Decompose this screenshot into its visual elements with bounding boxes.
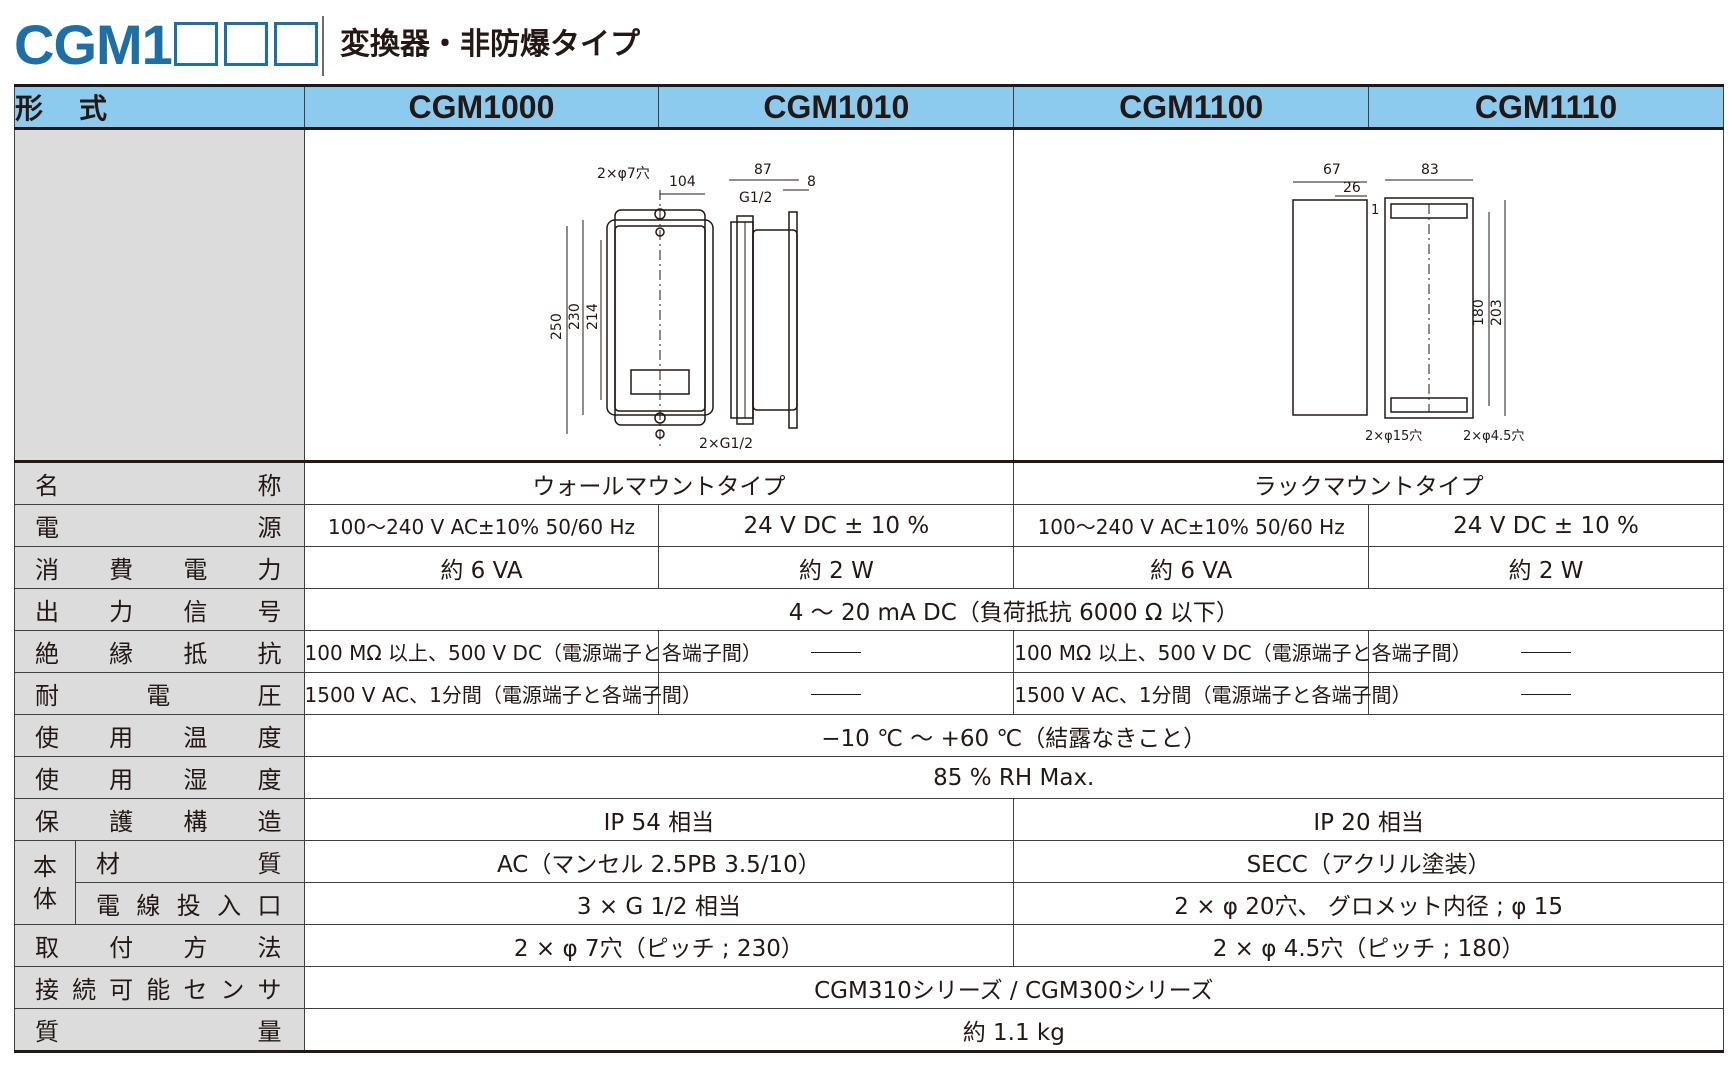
value-insulation-cgm1100: 100 MΩ 以上、500 V DC（電源端子と各端子間） [1013,630,1472,673]
drawing-label-cell [14,128,305,463]
value-sensors: CGM310シリーズ / CGM300シリーズ [303,966,1725,1009]
row-protection: 保護構造 IP 54 相当 IP 20 相当 [14,798,1724,841]
wall-dim-8: 8 [807,174,816,190]
label-name: 名称 [35,472,282,500]
value-withstand-cgm1100: 1500 V AC、1分間（電源端子と各端子間） [1013,672,1412,715]
label-mass: 質量 [35,1018,282,1046]
value-power-cgm1110: 24 V DC ± 10 % [1368,504,1724,547]
value-insulation-cgm1110 [1368,630,1724,673]
row-sensors: 接続可能センサ CGM310シリーズ / CGM300シリーズ [14,966,1725,1009]
page-header: CGM1 変換器・非防爆タイプ [14,14,1724,76]
wall-mount-drawing: 2×φ7穴 104 87 8 G1/2 250 230 214 2×G1/2 [303,128,1015,463]
rack-dim-1: 1 [1371,203,1379,218]
label-sensors: 接続可能センサ [35,976,282,1004]
value-withstand-cgm1110 [1368,672,1724,715]
row-temperature: 使用温度 −10 ℃ ～ +60 ℃（結露なきこと） [14,714,1725,757]
row-mass: 質量 約 1.1 kg [14,1008,1725,1053]
row-humidity: 使用湿度 85 % RH Max. [14,756,1725,799]
value-protection-rack: IP 20 相当 [1013,798,1724,841]
label-insulation: 絶縁抵抗 [35,640,282,668]
value-material-wall: AC（マンセル 2.5PB 3.5/10） [303,840,1015,883]
rack-mount-drawing: 67 26 1 83 180 203 2×φ15穴 2×φ4.5穴 [1013,128,1724,463]
label-humidity: 使用湿度 [35,766,282,794]
spec-table: 形式 CGM1000 CGM1010 CGM1100 CGM1110 [14,84,1725,1053]
rack-dim-67: 67 [1323,162,1341,178]
wall-mount-outline-drawing: 2×φ7穴 104 87 8 G1/2 250 230 214 2×G1/2 [549,162,816,452]
header-model-2: CGM1010 [658,84,1015,130]
label-protection: 保護構造 [35,808,282,836]
row-material: 本体 材質 AC（マンセル 2.5PB 3.5/10） SECC（アクリル塗装） [14,840,1724,925]
header-label: 形式 [14,84,305,130]
rack-dim-180: 180 [1471,299,1487,326]
label-power: 電源 [35,514,282,542]
row-insulation: 絶縁抵抗 100 MΩ 以上、500 V DC（電源端子と各端子間） 100 M… [14,630,1724,673]
value-consumption-cgm1010: 約 2 W [658,546,1015,589]
value-cable-rack: 2 × φ 20穴、 グロメット内径 ; φ 15 [1013,882,1724,925]
header-model-3: CGM1100 [1013,84,1370,130]
rack-mount-outline-drawing: 67 26 1 83 180 203 2×φ15穴 2×φ4.5穴 [1291,162,1524,444]
header-model-4: CGM1110 [1368,84,1724,130]
row-mounting: 取付方法 2 × φ 7穴（ピッチ ; 230） 2 × φ 4.5穴（ピッチ … [14,924,1724,967]
wall-dim-214: 214 [585,303,601,330]
row-withstand: 耐電圧 1500 V AC、1分間（電源端子と各端子間） 1500 V AC、1… [14,672,1724,715]
value-mounting-rack: 2 × φ 4.5穴（ピッチ ; 180） [1013,924,1724,967]
row-name: 名称 ウォールマウントタイプ ラックマウントタイプ [14,461,1724,505]
wall-dim-g12: G1/2 [739,190,772,206]
row-consumption: 消費電力 約 6 VA 約 2 W 約 6 VA 約 2 W [14,546,1724,589]
label-consumption: 消費電力 [35,556,282,584]
wall-bottom-note: 2×G1/2 [699,436,753,452]
value-power-cgm1010: 24 V DC ± 10 % [658,504,1015,547]
value-temperature: −10 ℃ ～ +60 ℃（結露なきこと） [303,714,1725,757]
wall-dim-104: 104 [669,174,696,190]
value-insulation-cgm1000: 100 MΩ 以上、500 V DC（電源端子と各端子間） [303,630,762,673]
value-withstand-cgm1010 [658,672,1015,715]
value-consumption-cgm1110: 約 2 W [1368,546,1724,589]
wall-hole-note: 2×φ7穴 [597,166,650,182]
rack-note-15: 2×φ15穴 [1365,429,1422,444]
wall-dim-230: 230 [567,303,583,330]
header-row: 形式 CGM1000 CGM1010 CGM1100 CGM1110 [14,84,1724,130]
value-consumption-cgm1100: 約 6 VA [1013,546,1370,589]
value-power-cgm1000: 100～240 V AC±10% 50/60 Hz [303,504,660,547]
rack-dim-83: 83 [1421,162,1439,178]
page-subtitle: 変換器・非防爆タイプ [340,27,640,62]
value-consumption-cgm1000: 約 6 VA [303,546,660,589]
value-name-wall: ウォールマウントタイプ [303,461,1015,505]
header-divider [322,16,324,76]
value-protection-wall: IP 54 相当 [303,798,1015,841]
row-cable: 電線投入口 3 × G 1/2 相当 2 × φ 20穴、 グロメット内径 ; … [15,882,1724,925]
label-mounting: 取付方法 [35,934,282,962]
row-output: 出力信号 4 ～ 20 mA DC（負荷抵抗 6000 Ω 以下） [14,588,1725,631]
value-withstand-cgm1000: 1500 V AC、1分間（電源端子と各端子間） [303,672,702,715]
model-prefix: CGM1 [14,13,173,76]
rack-dim-26: 26 [1343,180,1361,196]
value-cable-wall: 3 × G 1/2 相当 [303,882,1015,925]
label-body: 本体 [14,840,76,925]
value-humidity: 85 % RH Max. [303,756,1725,799]
value-output: 4 ～ 20 mA DC（負荷抵抗 6000 Ω 以下） [303,588,1725,631]
label-output: 出力信号 [35,598,282,626]
value-mass: 約 1.1 kg [303,1008,1725,1053]
label-cable: 電線投入口 [95,892,282,920]
wall-dim-87: 87 [754,162,772,178]
value-name-rack: ラックマウントタイプ [1013,461,1724,505]
header-model-1: CGM1000 [303,84,660,130]
model-placeholder-boxes [174,22,318,66]
row-power: 電源 100～240 V AC±10% 50/60 Hz 24 V DC ± 1… [14,504,1724,547]
label-withstand: 耐電圧 [35,682,282,710]
rack-note-45: 2×φ4.5穴 [1463,429,1524,444]
value-material-rack: SECC（アクリル塗装） [1013,840,1724,883]
value-mounting-wall: 2 × φ 7穴（ピッチ ; 230） [303,924,1015,967]
label-material: 材質 [95,850,282,878]
label-temperature: 使用温度 [35,724,282,752]
drawing-row: 2×φ7穴 104 87 8 G1/2 250 230 214 2×G1/2 [14,128,1724,463]
rack-dim-203: 203 [1489,299,1505,326]
value-power-cgm1100: 100～240 V AC±10% 50/60 Hz [1013,504,1370,547]
wall-dim-250: 250 [549,313,565,340]
